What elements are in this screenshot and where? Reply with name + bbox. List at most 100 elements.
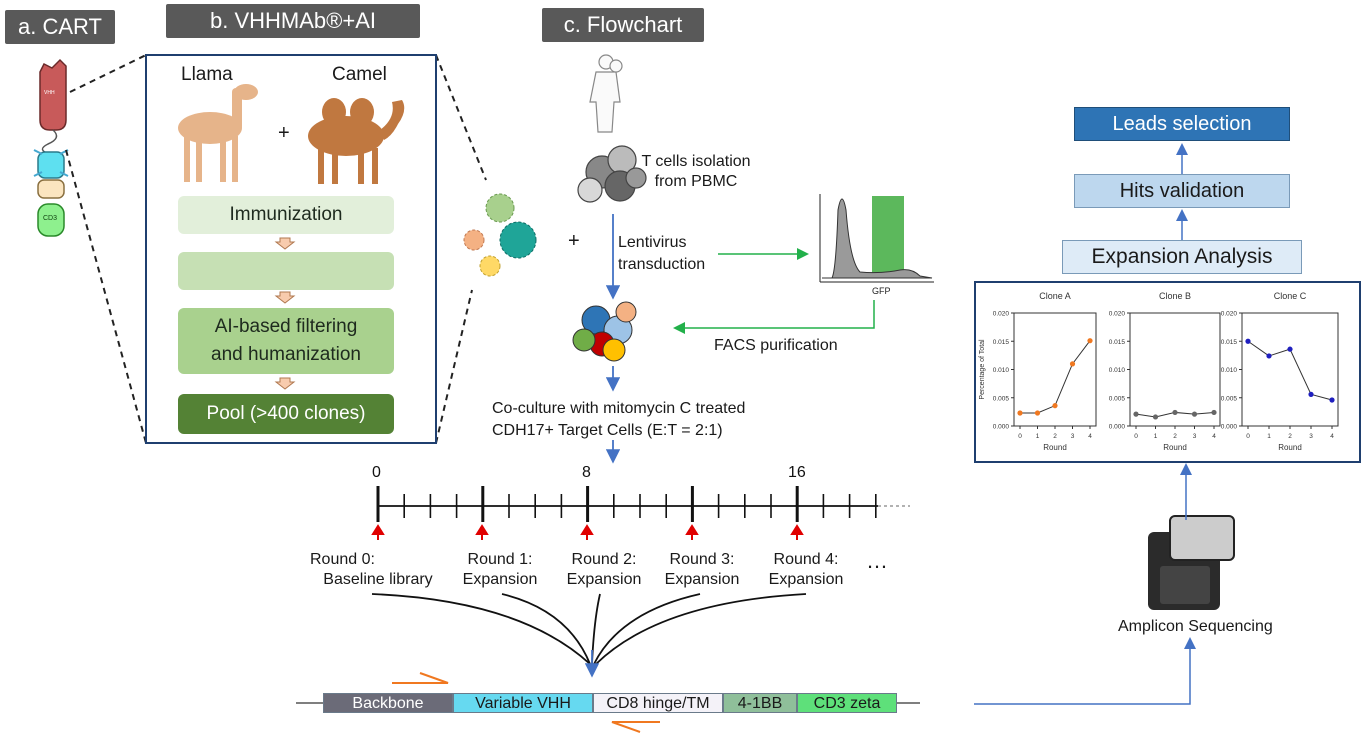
y-tick-label: 0.000 [993,424,1010,431]
lentivirus-line2: transduction [618,256,706,273]
round-3-label: Round 3: Expansion [652,550,752,590]
x-tick-label: 2 [1053,433,1057,440]
construct-segment: Backbone [323,693,453,713]
cd3-domain-label: CD3 [43,215,58,222]
round-2-line1: Round 2: [571,551,637,568]
hits-validation-box: Hits validation [1074,174,1290,208]
x-tick-label: 3 [1309,433,1313,440]
data-point [1329,397,1335,403]
zoom-line-bottom [65,149,147,444]
gfp-axis-label: GFP [872,286,891,296]
round-1-line1: Round 1: [467,551,533,568]
construct-segment: CD3 zeta [797,693,897,713]
tcells-line1: T cells isolation [641,153,751,170]
x-tick-label: 4 [1088,433,1092,440]
x-tick-label: 1 [1036,433,1040,440]
coculture-text: Co-culture with mitomycin C treated CDH1… [492,398,745,442]
leads-selection-box: Leads selection [1074,107,1290,141]
animals-plus: + [278,122,290,144]
chart-title: Clone B [1159,291,1191,301]
round-4-line2: Expansion [768,571,844,588]
zoom-line-right-top [435,54,487,181]
data-point [1017,410,1023,416]
y-tick-label: 0.015 [1109,339,1126,346]
timeline-ellipsis: … [866,548,888,573]
data-point [1308,391,1314,397]
data-point [1211,409,1217,416]
converging-curves [371,593,807,665]
round-2-line2: Expansion [566,571,642,588]
data-point [1152,414,1159,420]
step-ai-filtering-line1: AI-based filtering [214,316,358,337]
x-tick-label: 0 [1134,433,1138,440]
panel-b-frame [145,54,437,444]
t-cells-image [577,145,647,203]
y-tick-label: 0.000 [1221,424,1238,431]
expansion-analysis-box: Expansion Analysis [1062,240,1302,274]
y-tick-label: 0.000 [1109,424,1126,431]
camel-label: Camel [332,64,387,85]
round-1-line2: Expansion [462,571,538,588]
y-tick-label: 0.010 [1221,367,1238,374]
data-point [1245,338,1251,344]
round-0-line2: Baseline library [323,571,433,588]
y-tick-label: 0.020 [1221,311,1238,318]
chart-title: Clone A [1039,291,1071,301]
human-donor-icon [589,54,623,133]
data-point [1069,361,1076,367]
data-point [1052,403,1058,409]
x-axis-label: Round [1278,443,1302,452]
step-ai-filtering-line2: and humanization [211,344,361,365]
tick-label-0: 0 [372,464,381,481]
round-4-line1: Round 4: [773,551,839,568]
panel-a-title: a. CART [5,10,115,44]
x-tick-label: 4 [1330,433,1334,440]
llama-image [178,84,258,182]
x-axis-label: Round [1163,443,1187,452]
virus-plus: + [568,230,580,252]
llama-label: Llama [181,64,233,85]
x-tick-label: 3 [1193,433,1197,440]
timeline-ticks [376,486,877,522]
y-tick-label: 0.010 [993,367,1010,374]
x-axis-label: Round [1043,443,1067,452]
panel-b-title: b. VHHMAb®+AI [166,4,420,38]
data-point [1287,346,1293,352]
panel-c-title: c. Flowchart [542,8,704,42]
round-2-label: Round 2: Expansion [554,550,654,590]
y-tick-label: 0.020 [1109,311,1126,318]
y-tick-label: 0.005 [1109,395,1126,402]
amplicon-sequencing-label: Amplicon Sequencing [1118,618,1273,635]
lentivirus-text: Lentivirus transduction [618,232,705,276]
tick-label-8: 8 [582,464,591,481]
data-point [1172,409,1178,416]
x-tick-label: 0 [1018,433,1022,440]
x-tick-label: 1 [1267,433,1271,440]
step-immunization: Immunization [178,196,394,234]
coculture-line1: Co-culture with mitomycin C treated [492,400,746,417]
construct-segment: 4-1BB [723,693,797,713]
y-tick-label: 0.005 [993,395,1010,402]
step-blank [178,252,394,290]
tcells-line2: from PBMC [654,173,738,190]
step-ai-filtering: AI-based filtering and humanization [178,308,394,374]
y-tick-label: 0.020 [993,311,1010,318]
round-3-line1: Round 3: [669,551,735,568]
round-1-label: Round 1: Expansion [450,550,550,590]
round-4-label: Round 4: Expansion [756,550,856,590]
round-0-line1: Round 0: [310,551,375,568]
expansion-charts-frame [974,281,1361,463]
data-point [1034,410,1041,416]
zoom-line-right-bottom [435,289,473,444]
camel-image [308,98,405,184]
sequencer-image [1148,515,1235,610]
tick-label-16: 16 [788,464,806,481]
facs-label: FACS purification [714,337,838,354]
vhh-domain-label: VHH [44,90,55,96]
data-point [1087,338,1093,344]
transduced-cells-image [572,301,637,362]
gfp-histogram [819,194,934,283]
zoom-line-top [69,54,147,93]
expansion-charts: Clone A 0.000 0.005 0.010 0.015 0.020 0 1 2 3 4Rou… [979,291,1339,452]
